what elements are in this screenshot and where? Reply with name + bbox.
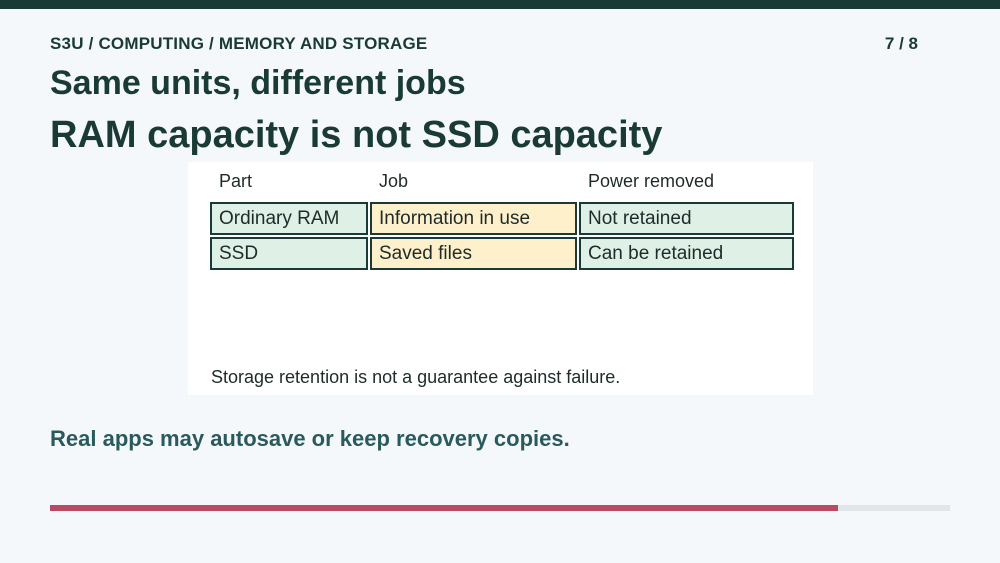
table-cell-part: Ordinary RAM (210, 202, 368, 235)
column-header-power-removed: Power removed (588, 171, 715, 191)
progress-fill (50, 505, 838, 511)
table-cell-job: Saved files (370, 237, 577, 270)
table-cell-job: Information in use (370, 202, 577, 235)
slide-subtitle: RAM capacity is not SSD capacity (50, 114, 663, 156)
takeaway-text: Real apps may autosave or keep recovery … (50, 426, 570, 451)
table-footnote: Storage retention is not a guarantee aga… (211, 367, 621, 387)
column-header-part: Part (219, 171, 253, 191)
page-counter: 7 / 8 (884, 34, 918, 53)
table-cell-power-removed: Not retained (579, 202, 794, 235)
table-cell-power-removed: Can be retained (579, 237, 794, 270)
table-panel (188, 162, 813, 395)
top-bar (0, 0, 1000, 9)
progress-track (50, 505, 950, 511)
slide-title: Same units, different jobs (50, 64, 466, 102)
column-header-job: Job (379, 171, 409, 191)
breadcrumb: S3U / COMPUTING / MEMORY AND STORAGE (50, 34, 428, 53)
table-cell-part: SSD (210, 237, 368, 270)
